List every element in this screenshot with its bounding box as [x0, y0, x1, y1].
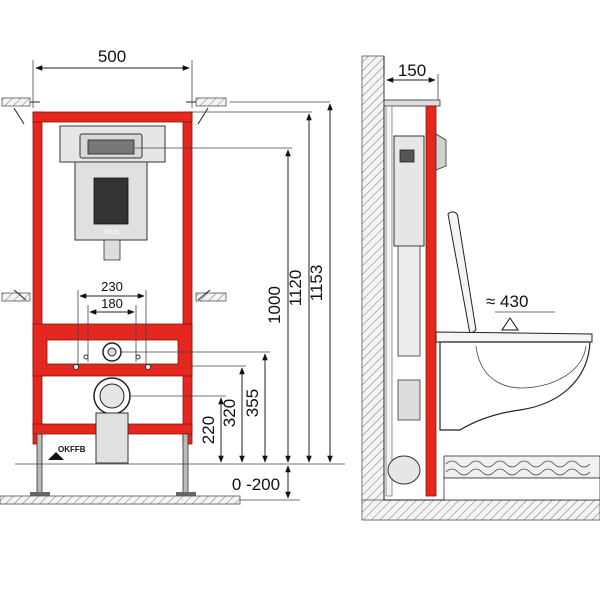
dim-1120-label: 1120 — [286, 270, 305, 307]
top-wall-brackets — [1, 97, 330, 125]
floor-reference: OKFFB — [0, 445, 345, 505]
dim-500: 500 — [32, 47, 193, 108]
dim-355-label: 355 — [243, 389, 262, 417]
vertical-dimensions: 1153 1120 1000 355 320 220 0 -200 — [120, 103, 333, 499]
dim-180-label: 180 — [101, 296, 123, 311]
dim-1000-label: 1000 — [265, 286, 284, 324]
side-frame — [383, 99, 441, 497]
dim-430: ≈ 430 — [486, 292, 555, 331]
cistern-brand-label: TECE — [103, 230, 119, 236]
dim-floor-offset-label: 0 -200 — [232, 475, 280, 494]
dim-430-label: ≈ 430 — [486, 292, 528, 311]
dim-180: 180 — [89, 296, 135, 315]
dim-150: 150 — [383, 61, 439, 102]
dim-230-label: 230 — [101, 279, 123, 294]
dim-320-label: 320 — [220, 399, 239, 427]
front-view: TECE OKFFB — [0, 47, 345, 505]
floor-screed — [443, 455, 600, 501]
dim-220-label: 220 — [199, 416, 218, 444]
drain-pipe — [93, 377, 131, 464]
toilet — [435, 211, 593, 431]
dim-1153-label: 1153 — [307, 265, 326, 302]
side-view: 150 ≈ 430 — [361, 55, 600, 521]
middle-wall-brackets — [1, 289, 227, 302]
dim-150-label: 150 — [398, 61, 426, 80]
side-cistern — [387, 133, 447, 485]
dim-230: 230 — [79, 279, 145, 299]
dim-500-label: 500 — [98, 47, 126, 66]
cistern: TECE — [59, 125, 166, 261]
bolts — [73, 290, 151, 370]
floor-reference-label: OKFFB — [58, 445, 86, 454]
wall — [361, 55, 600, 521]
